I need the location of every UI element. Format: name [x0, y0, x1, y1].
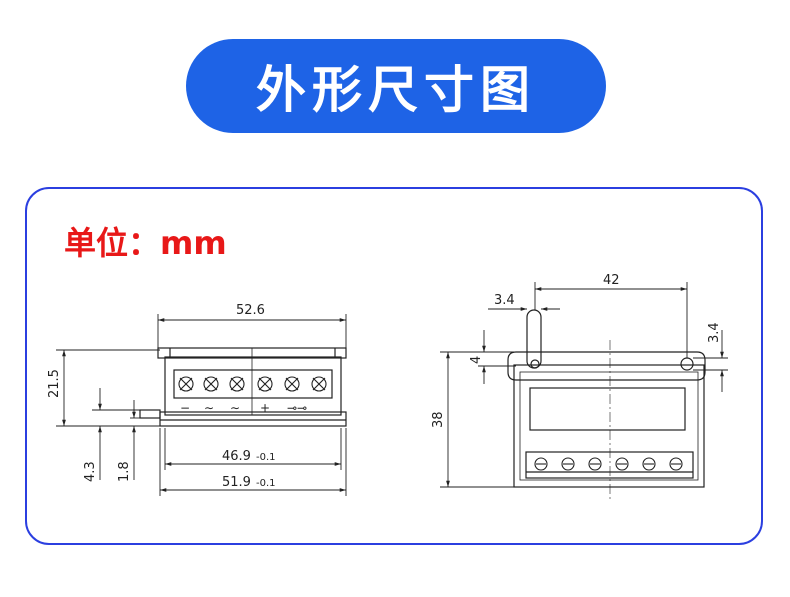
title-banner: 外形尺寸图	[186, 39, 606, 133]
dim-hole-right: 3.4	[707, 322, 722, 343]
dim-height: 21.5	[47, 369, 62, 398]
dim-top-width: 52.6	[236, 303, 265, 318]
page-title: 外形尺寸图	[256, 61, 536, 119]
terminal-symbol-plus: +	[260, 401, 270, 415]
dim-inner-width: 46.9	[222, 449, 251, 464]
left-terminal-screws	[178, 376, 327, 392]
dim-hole-spacing: 42	[603, 273, 620, 288]
right-dim-lines	[440, 282, 728, 500]
unit-label: 单位：mm	[64, 224, 227, 262]
right-terminal-screws	[534, 457, 683, 471]
dim-outer-width: 51.9	[222, 475, 251, 490]
left-dim-lines	[56, 314, 347, 496]
dim-slot-width: 3.4	[494, 293, 515, 308]
dim-total-height: 38	[431, 411, 446, 428]
terminal-symbol-ac-2: ∼	[230, 401, 240, 415]
left-view	[139, 347, 347, 427]
dim-slot-depth: 4	[469, 356, 484, 364]
terminal-symbol-ac-1: ∼	[204, 401, 214, 415]
terminal-symbol-switch: ⊸⊸	[287, 401, 307, 415]
dim-tab-thickness: 1.8	[117, 461, 132, 482]
terminal-symbol-minus: −	[180, 401, 190, 415]
drawing-frame	[25, 187, 763, 545]
dim-inner-width-tol: -0.1	[256, 452, 276, 463]
dim-outer-width-tol: -0.1	[256, 478, 276, 489]
right-view	[507, 309, 706, 488]
dim-tab-height: 4.3	[83, 461, 98, 482]
